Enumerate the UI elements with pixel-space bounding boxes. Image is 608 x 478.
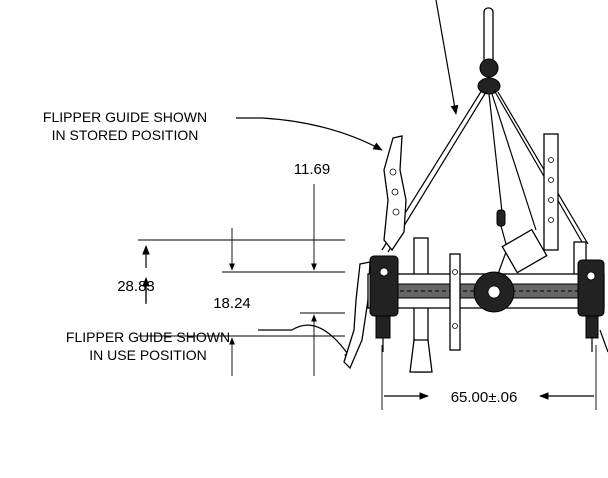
guide-hole	[392, 208, 400, 216]
bar-hole	[452, 323, 458, 329]
lift-hook	[479, 58, 499, 78]
flipper-guide-in-use	[343, 261, 371, 370]
foot-right	[585, 315, 599, 339]
bar-hole	[452, 269, 458, 275]
dimension-overall-height-value: 28.83	[117, 278, 155, 295]
end-bracket-right	[577, 259, 605, 317]
callout-stored-position: FLIPPER GUIDE SHOWN IN STORED POSITION	[43, 109, 383, 151]
lifting-frame-assembly	[343, 0, 608, 373]
callout-stored-line1: FLIPPER GUIDE SHOWN	[43, 109, 207, 125]
bracket-hole	[379, 267, 389, 277]
bracket-hole	[586, 271, 596, 281]
post-hole	[548, 177, 554, 183]
dimension-upper-offset: 11.69	[222, 161, 345, 273]
sling-center	[488, 93, 503, 213]
center-bar	[449, 253, 461, 351]
post-hole	[548, 197, 554, 203]
leader-stored	[236, 117, 383, 151]
end-bracket-left	[369, 255, 399, 317]
leader-top	[435, 0, 459, 115]
lift-pole	[483, 7, 494, 65]
guide-hole	[391, 188, 399, 196]
sling-center	[500, 225, 507, 245]
sling-center	[491, 93, 537, 231]
dimension-width: 65.00±.06	[381, 345, 597, 410]
turnbuckle	[496, 209, 506, 227]
dimension-lower-offset-value: 18.24	[213, 295, 251, 312]
dimension-width-value: 65.00±.06	[451, 389, 518, 406]
post-right-tall	[543, 133, 559, 251]
gear-hub	[487, 285, 501, 299]
foot-left	[375, 315, 391, 339]
motor-box	[501, 228, 548, 274]
motor-housing	[501, 228, 548, 274]
post-hole	[548, 157, 554, 163]
guide-hole	[389, 168, 397, 176]
leader-use	[258, 324, 353, 361]
dimension-lower-offset: 18.24	[213, 295, 345, 376]
callout-stored-line2: IN STORED POSITION	[52, 127, 199, 143]
dimension-overall-height: 28.83	[117, 239, 345, 337]
callout-use-line1: FLIPPER GUIDE SHOWN	[66, 329, 230, 345]
post-hole	[548, 217, 554, 223]
motor-arm	[497, 251, 507, 275]
callout-use-position: FLIPPER GUIDE SHOWN IN USE POSITION	[66, 324, 353, 363]
leader-right	[599, 329, 608, 353]
sling-right	[497, 91, 589, 245]
dimension-upper-offset-value: 11.69	[294, 161, 330, 178]
post-foot	[409, 339, 433, 373]
sling-right	[493, 89, 583, 243]
callout-use-line2: IN USE POSITION	[89, 347, 206, 363]
